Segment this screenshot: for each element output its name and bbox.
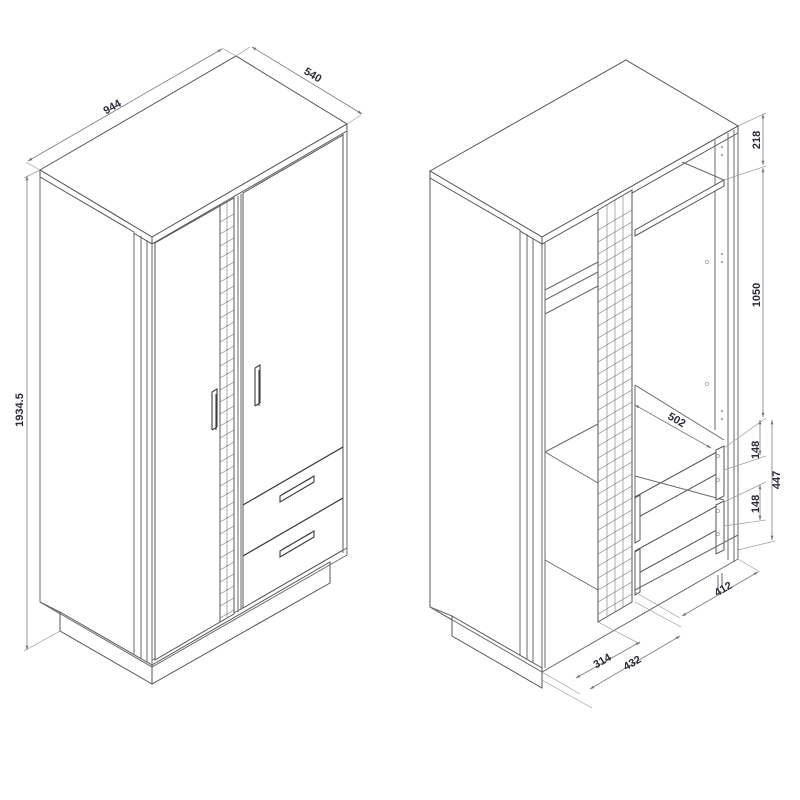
drawer-height-2-label: 148 (750, 495, 762, 513)
plinth-front (151, 561, 331, 685)
drawer-depth-label: 412 (713, 580, 735, 600)
drawer-width-label: 502 (666, 411, 688, 431)
shelf-outer-depth-label: 432 (622, 654, 644, 674)
shelf (544, 423, 599, 453)
drawer-front-upper (715, 445, 725, 501)
open-wardrobe: 218 1050 148 148 447 502 412 314 432 (429, 59, 783, 709)
shelf-inner-depth-label: 314 (592, 651, 615, 671)
width-label: 944 (102, 97, 125, 117)
drawer-section-label: 447 (771, 471, 783, 489)
side-panel (429, 177, 521, 661)
drawer-handle-icon (279, 530, 315, 558)
right-door-handle-icon (254, 364, 261, 407)
plinth-left (451, 615, 543, 689)
closed-wardrobe: 944 540 1934.5 (14, 46, 363, 685)
drawer-upper (634, 447, 725, 520)
upper-shelf (634, 179, 725, 237)
left-door (154, 205, 221, 661)
drawer-lower (634, 501, 725, 576)
height-label: 1934.5 (14, 393, 26, 427)
side-panel (39, 176, 135, 658)
depth-label: 540 (302, 66, 324, 86)
top-compartment-label: 218 (751, 131, 763, 149)
drawer-handle-icon (279, 475, 315, 503)
hanging-space-label: 1050 (751, 283, 763, 307)
hanging-rail (544, 285, 599, 315)
drawer-front-lower (715, 500, 725, 555)
right-door (242, 134, 344, 506)
drawer-height-1-label: 148 (750, 441, 762, 459)
left-door-handle-icon (211, 388, 218, 431)
